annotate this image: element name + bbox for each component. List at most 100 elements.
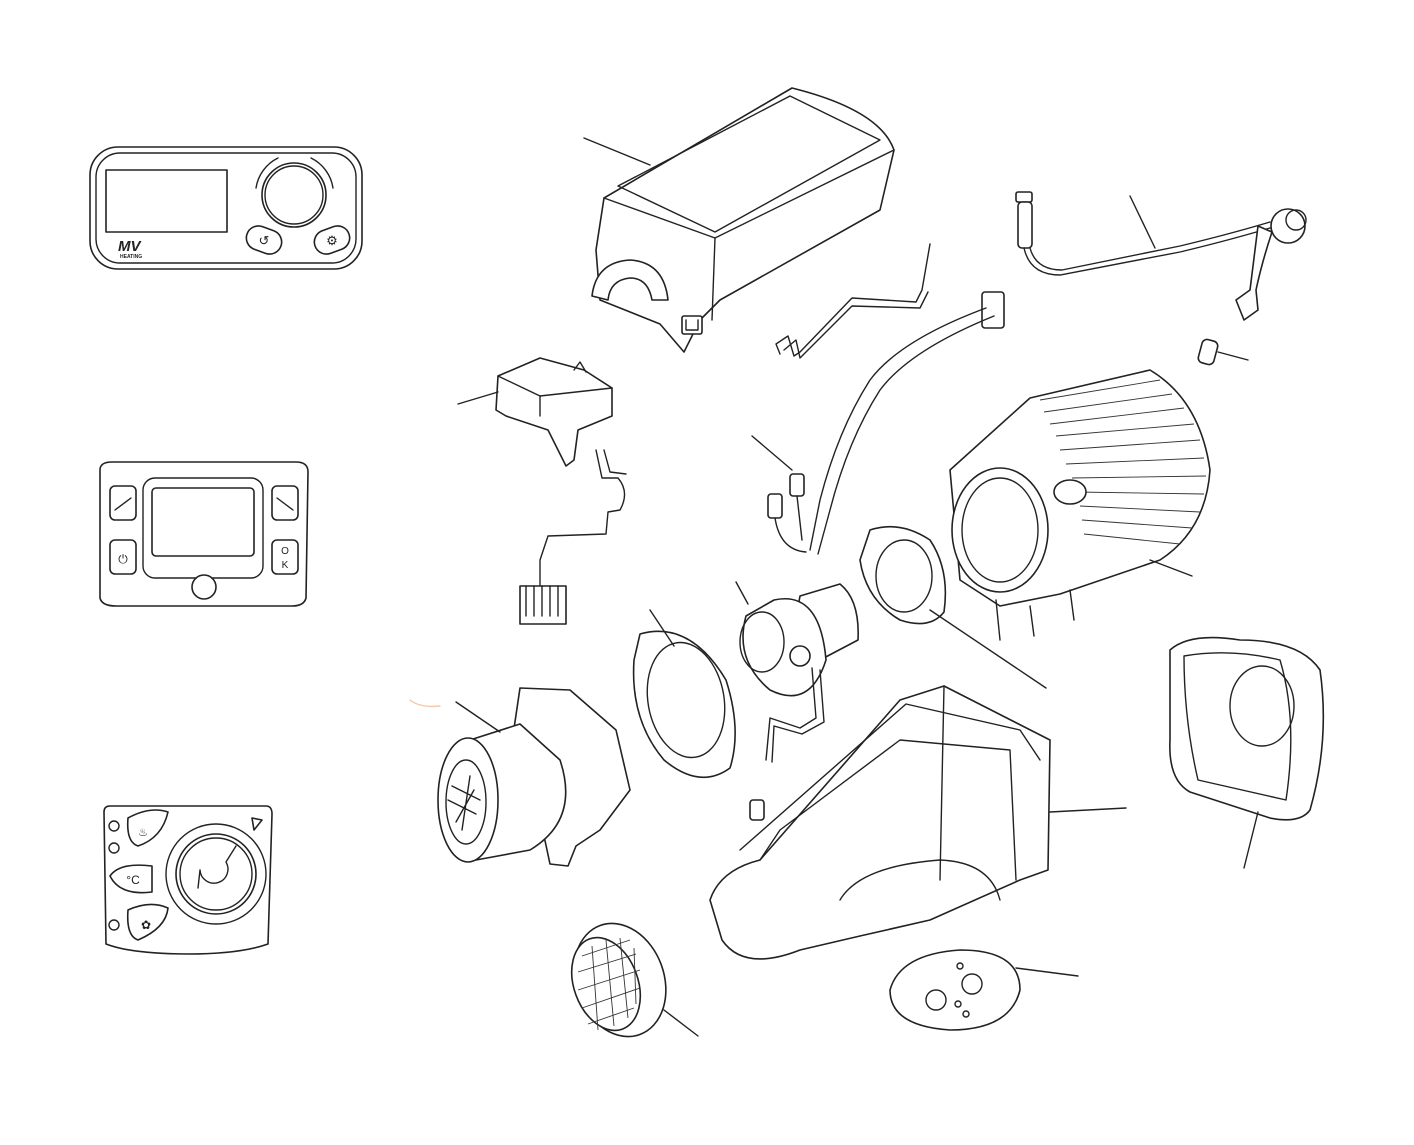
base-gasket	[889, 949, 1079, 1031]
diagram-line	[1029, 221, 1271, 271]
lower-housing	[709, 685, 1127, 960]
temperature-button	[109, 864, 153, 894]
wire-bracket	[775, 243, 931, 359]
diagram-line	[685, 319, 699, 331]
glow-plug-harness	[1015, 191, 1307, 366]
back-button	[245, 225, 283, 255]
heat-exchanger	[949, 369, 1211, 641]
top-cover	[583, 87, 895, 353]
diagram-line	[310, 157, 334, 189]
diagram-line	[961, 477, 1039, 583]
air-outlet-cover	[1169, 636, 1325, 869]
diagram-line	[981, 291, 1005, 329]
blower-motor	[409, 687, 631, 867]
diagram-line	[925, 989, 947, 1011]
diagram-line	[632, 630, 736, 779]
combustion-chamber	[735, 581, 859, 763]
diagram-line	[739, 611, 785, 673]
diagram-line	[759, 739, 1017, 881]
diagram-line	[108, 919, 120, 931]
back-icon: ↺	[259, 233, 270, 248]
diagram-line	[1023, 227, 1271, 276]
rotary-knob	[261, 162, 327, 228]
diagram-line: K	[282, 560, 289, 571]
diagram-line	[1053, 479, 1087, 505]
diagram-line	[839, 859, 1001, 901]
diagram-line	[445, 759, 487, 845]
diagram-line	[114, 497, 132, 511]
logo-badge	[191, 574, 217, 600]
diagram-line	[962, 1010, 970, 1018]
logo-subtext: HEATING	[120, 254, 142, 260]
diagram-line	[1183, 652, 1292, 801]
diagram-line	[1015, 967, 1079, 977]
diagram-line	[583, 137, 651, 166]
settings-button	[313, 225, 351, 255]
diagram-line	[774, 495, 807, 553]
diagram-line	[447, 775, 481, 831]
down-button	[271, 485, 299, 521]
diagram-line	[765, 667, 825, 763]
ok-button	[271, 539, 299, 575]
diagram-line	[573, 361, 587, 373]
diagram-line	[495, 357, 613, 467]
diagram-line	[1243, 811, 1259, 869]
diagram-line	[789, 473, 805, 497]
diagram-line	[929, 609, 1047, 689]
diagram-line	[1285, 209, 1307, 231]
diagram-line	[751, 435, 793, 471]
diagram-line	[197, 845, 237, 889]
diagram-line	[276, 497, 294, 511]
diagram-line	[251, 817, 263, 831]
diagram-line	[956, 962, 964, 970]
diagram-line	[739, 703, 1041, 851]
diagram-line	[711, 237, 716, 321]
diagram-line	[591, 259, 669, 301]
diagram-line	[1049, 807, 1127, 813]
diagram-line	[817, 315, 995, 555]
diagram-line	[961, 973, 983, 995]
diagram-line	[255, 157, 279, 189]
diagram-line	[954, 1000, 962, 1008]
diagram-line	[1169, 636, 1325, 821]
display-screen	[151, 487, 255, 557]
diagram-line	[809, 307, 987, 551]
button-controller: ⏻ O K	[99, 461, 309, 607]
heat-button	[126, 809, 169, 847]
diagram-line	[179, 837, 253, 911]
diagram-line	[1015, 191, 1033, 203]
diagram-line	[951, 467, 1049, 593]
fan-icon: ✿	[141, 918, 151, 932]
diagram-line	[539, 449, 626, 587]
diagram-line	[995, 589, 1075, 641]
diagram-line	[108, 842, 120, 854]
diagram-line	[767, 493, 783, 519]
diagram-line	[663, 1009, 699, 1037]
glow-plug-sleeve	[1197, 338, 1219, 366]
exchanger-gasket	[859, 525, 1047, 689]
temperature-knob	[175, 833, 257, 915]
up-button	[109, 485, 137, 521]
power-button	[109, 539, 137, 575]
diagram-line	[617, 95, 881, 233]
diagram-line	[1129, 195, 1156, 249]
diagram-line	[646, 641, 726, 759]
diagram-line	[95, 152, 357, 264]
diagram-line	[525, 585, 559, 617]
fan-button	[126, 903, 169, 941]
diagram-line	[749, 799, 765, 821]
gear-icon: ⚙	[326, 233, 338, 248]
diagram-line	[595, 87, 895, 353]
diagram-line	[889, 949, 1021, 1031]
diagram-line	[108, 820, 120, 832]
power-icon: ⏻	[118, 552, 128, 566]
heat-icon: ♨	[138, 827, 148, 839]
diagram-line	[875, 539, 933, 613]
diagram-line	[1235, 225, 1273, 321]
diagram-line	[1149, 559, 1193, 577]
sensor-harness	[751, 291, 1005, 555]
diagram-line	[1017, 201, 1033, 249]
diagram-line	[939, 685, 945, 881]
diagram-line	[519, 585, 567, 625]
